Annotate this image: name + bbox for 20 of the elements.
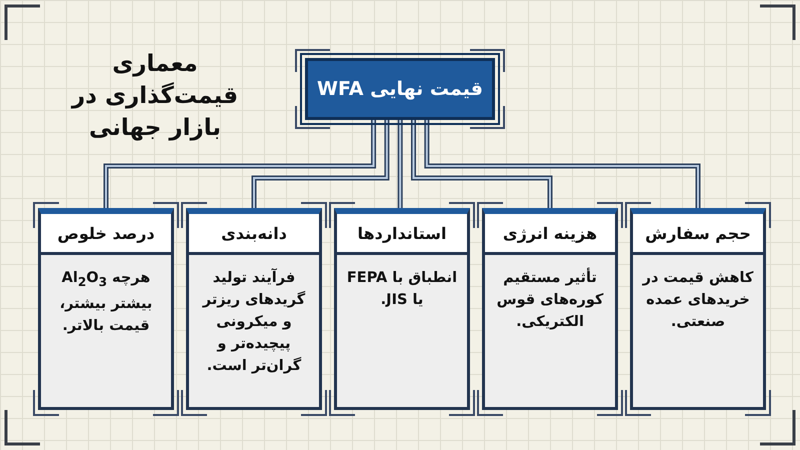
card-heading: استانداردها <box>358 224 447 242</box>
card-heading: حجم سفارش <box>645 224 751 242</box>
connector <box>424 120 700 208</box>
card-text: فرآیند تولید گریدهای ریزتر و میکرونی پیچیده‌تر و گران‌تر است. <box>201 267 306 376</box>
title: معماری قیمت‌گذاری در بازار جهانی <box>70 50 240 143</box>
card-heading: هزینه انرژی <box>502 224 598 242</box>
factor-card <box>186 208 322 410</box>
card-text: تأثیر مستقیم کوره‌های قوس الکتریکی. <box>485 255 615 345</box>
card-heading: درصد خلوص <box>57 224 155 242</box>
factor-card <box>630 208 766 410</box>
factor-card <box>334 208 470 410</box>
connector <box>104 120 376 208</box>
connector <box>411 120 552 208</box>
card-text: انطباق با FEPA یا JIS. <box>346 269 458 310</box>
connector <box>252 120 390 208</box>
connector <box>398 120 403 208</box>
factor-card <box>482 208 618 410</box>
factor-card <box>38 208 174 410</box>
card-heading: دانه‌بندی <box>221 224 287 242</box>
card-text: کاهش قیمت در خریدهای عمده صنعتی. <box>641 269 754 332</box>
